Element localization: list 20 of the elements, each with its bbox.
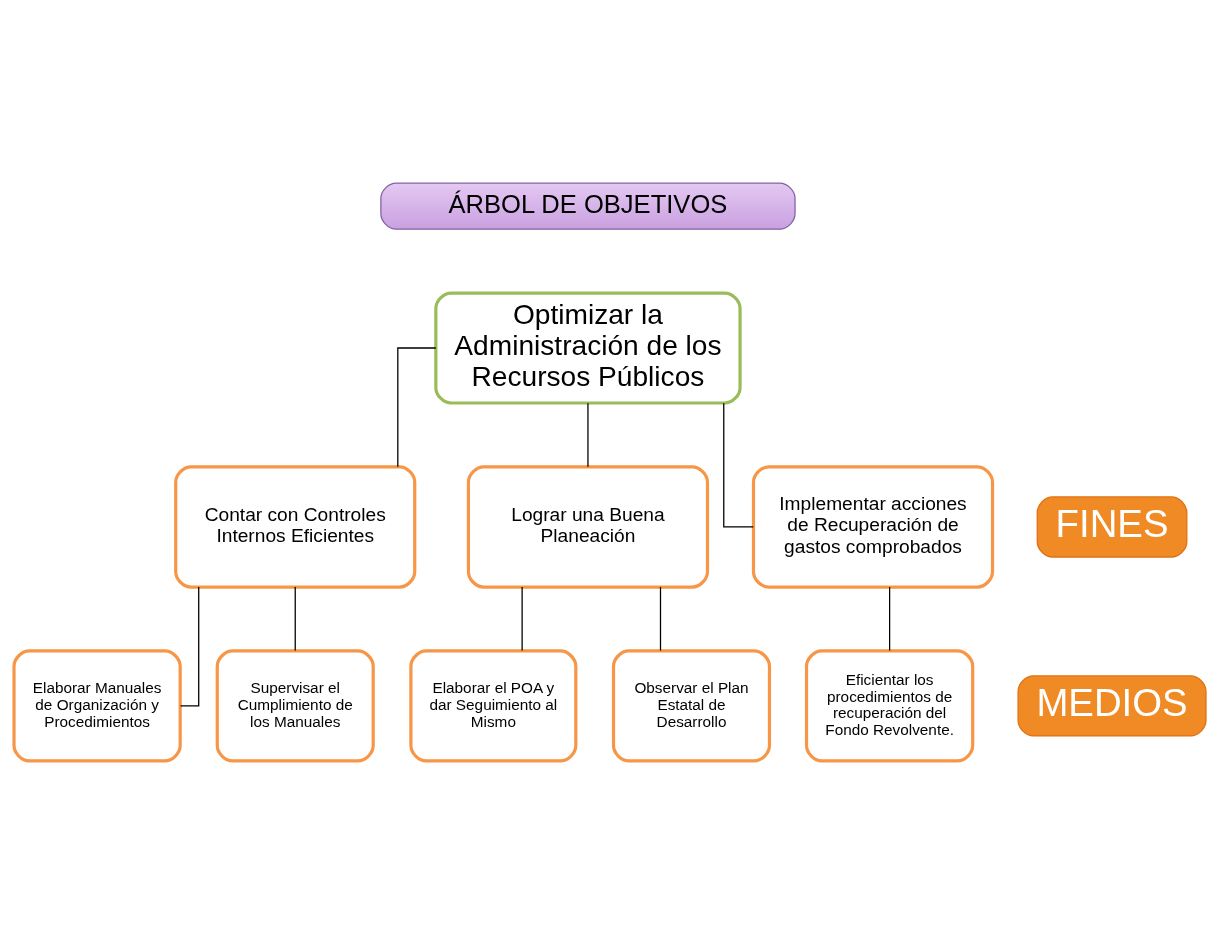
connector (659, 585, 662, 651)
connector (397, 346, 437, 467)
node-box: Implementar acciones de Recuperación de gastos comprobados (751, 464, 995, 589)
node-box: Eficientar los procedimientos de recuperación del Fondo Revolvente. (804, 648, 975, 762)
node-box: MEDIOS (1017, 674, 1207, 737)
connector (179, 585, 200, 707)
node-box: Observar el Plan Estatal de Desarrollo (611, 648, 772, 762)
node-box: Contar con Controles Internos Eficientes (174, 464, 417, 589)
node-box: FINES (1036, 495, 1188, 558)
node-box: Elaborar Manuales de Organización y Procedimientos (12, 648, 182, 762)
connector (723, 402, 754, 528)
node-box: ÁRBOL DE OBJETIVOS (380, 181, 796, 230)
connector (294, 585, 296, 651)
node-box: Supervisar el Cumplimiento de los Manuales (215, 648, 375, 762)
node-box: Elaborar el POA y dar Seguimiento al Mismo (409, 648, 578, 762)
connector (521, 585, 523, 651)
connector (587, 402, 589, 467)
connector (889, 585, 891, 651)
node-box: Optimizar la Administración de los Recursos Públicos (434, 290, 742, 405)
node-box: Lograr una Buena Planeación (466, 464, 710, 589)
